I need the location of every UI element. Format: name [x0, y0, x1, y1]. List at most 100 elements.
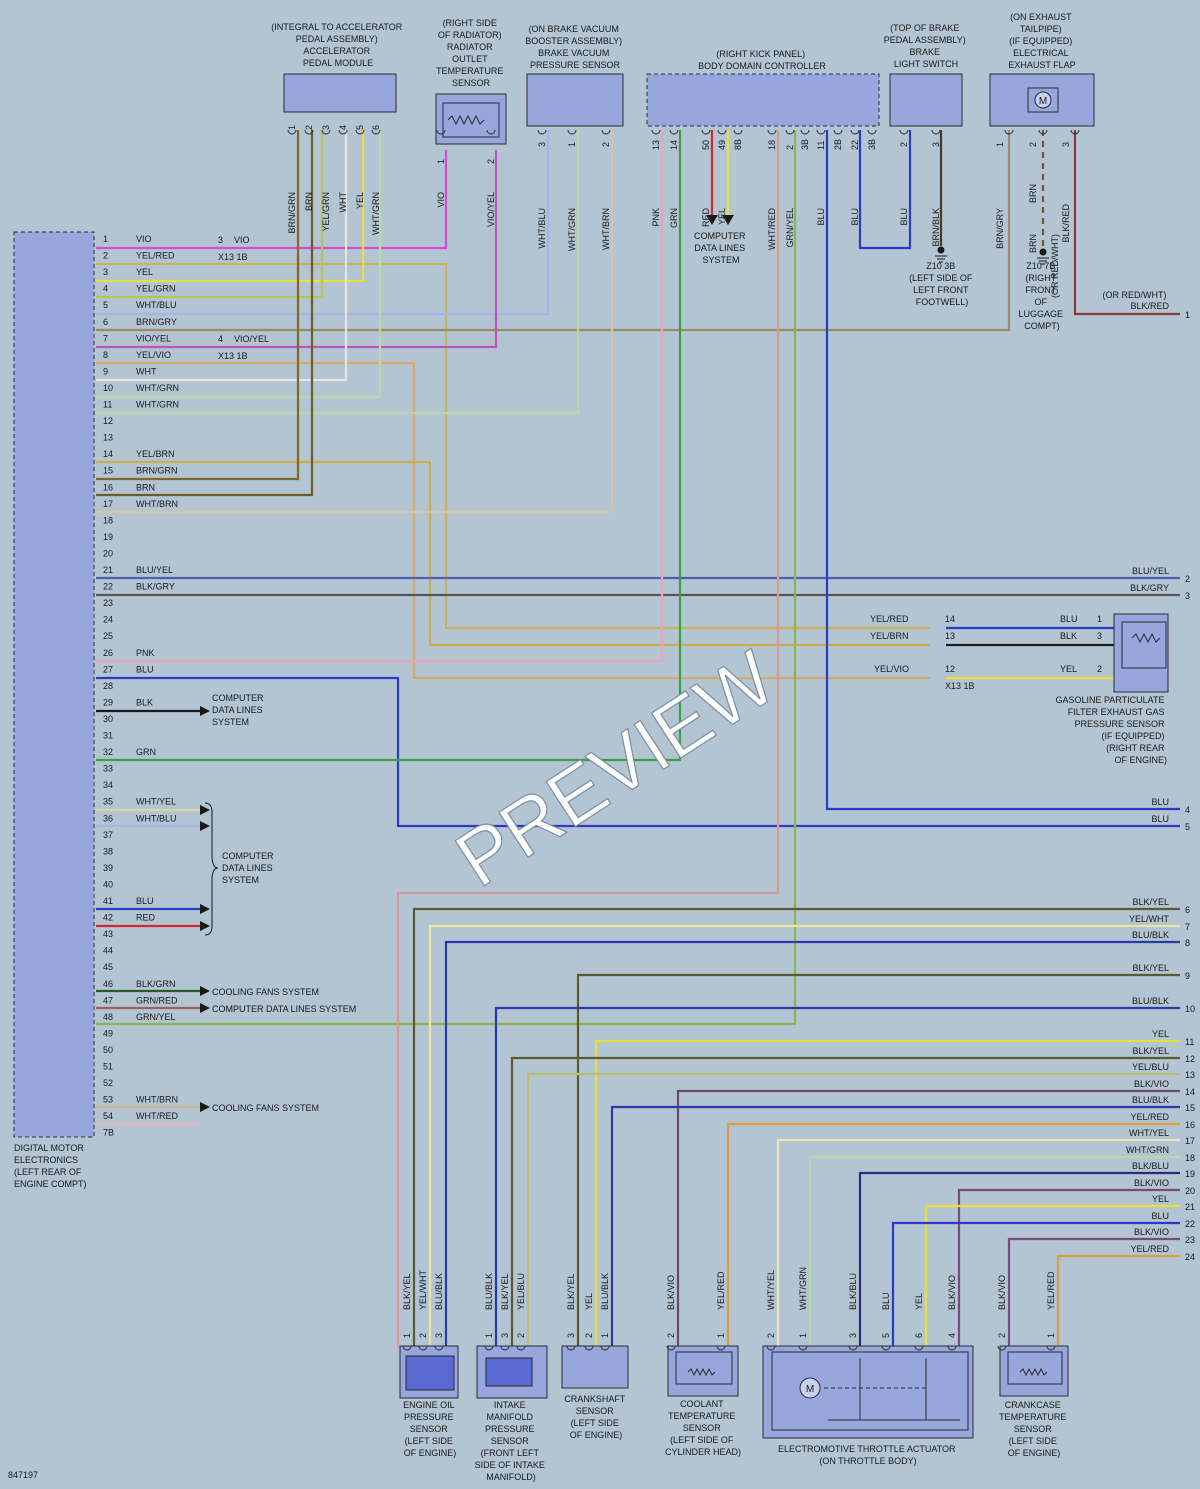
right-edge-wire-color: BLK/GRY: [1130, 583, 1169, 593]
dme-pin-number: 20: [103, 548, 113, 558]
throttle-wire-color: BLK/BLU: [848, 1273, 858, 1310]
bls-pin-number: 3: [931, 142, 941, 147]
bdc-wire-color: GRN: [669, 208, 679, 228]
coolant-pin-number: 1: [716, 1333, 726, 1338]
bls-label: (TOP OF BRAKE PEDAL ASSEMBLY) BRAKE LIGH…: [884, 23, 969, 69]
bdc-pin-mark: [767, 129, 777, 135]
throttle-pin-mark: [798, 1345, 808, 1351]
oil-wire-color: BLU/BLK: [434, 1273, 444, 1310]
wire-r17: [776, 1138, 1180, 1348]
oil-pin-number: 2: [418, 1333, 428, 1338]
throttle-pin-number: 6: [914, 1333, 924, 1338]
crank-pin-number: 3: [566, 1333, 576, 1338]
right-edge-wire-color: BLK/VIO: [1134, 1178, 1169, 1188]
dme-pin-wire-color: WHT: [136, 366, 157, 376]
gpf-x13-13: 13: [945, 631, 955, 641]
right-edge-number: 21: [1185, 1202, 1195, 1212]
exhaust-flap-motor-glyph: M: [1039, 96, 1047, 107]
grounds: [935, 246, 1049, 265]
right-edge-number: 16: [1185, 1120, 1195, 1130]
wire-r9: [576, 973, 1180, 1348]
crank-pin-mark: [600, 1345, 610, 1351]
crankcase-pin-number: 2: [997, 1333, 1007, 1338]
coolant-pin-number: 2: [666, 1333, 676, 1338]
throttle-pot1-icon: [828, 1358, 960, 1421]
rad-label: (RIGHT SIDE OF RADIATOR) RADIATOR OUTLET…: [436, 18, 506, 88]
crank-pin-mark: [584, 1345, 594, 1351]
map-pin-mark: [484, 1345, 494, 1351]
right-edge-number: 24: [1185, 1252, 1195, 1262]
dme-pin-wire-color: WHT/BLU: [136, 813, 177, 823]
throttle-actuator-inner: [771, 1351, 969, 1431]
bdc-pin-number: 3B: [867, 139, 877, 150]
gpf-x13-ref: X13 1B: [945, 681, 975, 691]
right-edge-wire-color: BLU/BLK: [1132, 1095, 1169, 1105]
crankcase-pin-number: 1: [1046, 1333, 1056, 1338]
dme-pin-wire-color: WHT/GRN: [136, 383, 179, 393]
preview-watermark: PREVIEW: [440, 633, 790, 903]
bdc-pin-number: 8B: [733, 139, 743, 150]
wire-r14: [676, 1089, 1180, 1348]
throttle-label: ELECTROMOTIVE THROTTLE ACTUATOR (ON THRO…: [778, 1444, 958, 1466]
dme-pin-number: 49: [103, 1028, 113, 1038]
dme-pin-wire-color: YEL/RED: [136, 251, 175, 261]
dme-pin-number: 25: [103, 631, 113, 641]
coolant-sensor: [667, 1345, 739, 1397]
gpf-wire-right-3: YEL: [1060, 664, 1077, 674]
dme-pin-number: 6: [103, 317, 108, 327]
components: [13, 73, 1169, 1439]
brk-pin-number: 1: [567, 142, 577, 147]
dme-pin-wire-color: BLU: [136, 664, 154, 674]
bdc-pin-number: 2: [785, 145, 795, 150]
dme-pin-number: 7B: [103, 1128, 114, 1138]
dme-pin-number: 54: [103, 1111, 113, 1121]
apm-pin-number: 6: [371, 125, 381, 130]
bdc-pin-mark: [800, 129, 810, 135]
x13-pin4: 4: [218, 334, 223, 344]
apm-wire-color: YEL: [355, 192, 365, 209]
flap-pin-number: 3: [1061, 142, 1071, 147]
throttle-wire-color: YEL: [914, 1293, 924, 1310]
crank-pin-number: 2: [584, 1333, 594, 1338]
right-edge-number: 10: [1185, 1004, 1195, 1014]
right-edge-wire-color: YEL: [1152, 1029, 1169, 1039]
wire-blu-bdc11: [825, 130, 1180, 811]
right-edge-wire-color: BLU: [1151, 797, 1169, 807]
right-edge-number: 7: [1185, 922, 1190, 932]
gpf-wire-right-1: BLU: [1060, 614, 1078, 624]
oil-wire-color: BLK/YEL: [402, 1273, 412, 1310]
bdc-pin-mark: [785, 129, 795, 135]
dme-module: [13, 231, 95, 1138]
apm-pin-mark: [287, 129, 297, 135]
apm-pin-mark: [304, 129, 314, 135]
bdc-pin-number: 13: [651, 140, 661, 150]
wire-r15: [610, 1105, 1180, 1348]
dme-pin-number: 46: [103, 979, 113, 989]
oil-pin-mark: [402, 1345, 412, 1351]
ground-z10-7b-label: Z10 7B (RIGHT FRONT OF LUGGAGE COMPT): [1018, 261, 1065, 331]
flap-pin-mark: [1004, 129, 1014, 135]
right-edge-number: 5: [1185, 822, 1190, 832]
dme-pin-number: 30: [103, 714, 113, 724]
brk-wire-color: WHT/BRN: [601, 208, 611, 250]
right-edge-wire-color: BLK/VIO: [1134, 1079, 1169, 1089]
right-edge-number: 15: [1185, 1103, 1195, 1113]
ground-z10-7b: [1039, 248, 1047, 256]
wire-flap3: [1073, 130, 1180, 316]
dme-pin-wire-color: BLK/GRN: [136, 979, 176, 989]
bls-pin-mark: [899, 129, 909, 135]
bdc-pin-number: 2B: [833, 139, 843, 150]
wire-r21: [924, 1204, 1180, 1348]
flap-pin-mark: [1038, 129, 1048, 135]
bdc-wire-color: RED: [701, 208, 711, 228]
dme-pin-number: 2: [103, 251, 108, 261]
bdc-label: (RIGHT KICK PANEL) BODY DOMAIN CONTROLLE…: [698, 49, 826, 71]
wire-wht-apm4: [96, 130, 348, 382]
right-edge-wire-color: BLU/YEL: [1132, 566, 1169, 576]
bdc-pin-number: 11: [816, 141, 826, 150]
right-edge-number: 11: [1185, 1037, 1194, 1047]
wire-r11: [594, 1039, 1180, 1348]
throttle-pin-number: 3: [848, 1333, 858, 1338]
